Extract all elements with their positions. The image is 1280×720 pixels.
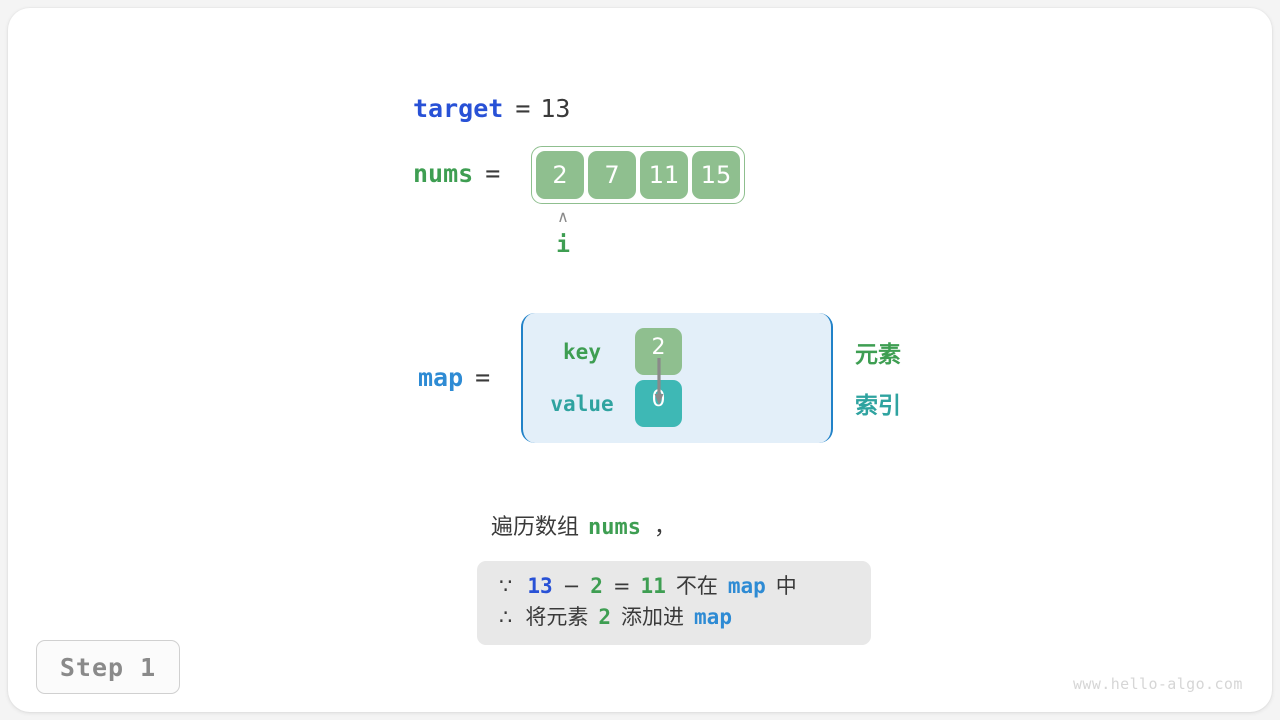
note-operand-complement: 11 (640, 574, 666, 598)
nums-equals-sign: = (485, 159, 501, 188)
array-cell: 15 (692, 151, 740, 199)
key-to-value-arrow-icon (654, 358, 664, 405)
map-value-row-label: value (550, 392, 614, 416)
array-cell: 2 (536, 151, 584, 199)
note-map-keyword: map (727, 574, 766, 598)
note-operand-target: 13 (527, 574, 553, 598)
legend-index-label: 索引 (855, 393, 901, 419)
map-equals-sign: = (475, 363, 491, 392)
step-badge-label: Step 1 (59, 652, 157, 682)
because-symbol: ∵ (499, 574, 513, 598)
note-equals-sign: = (612, 574, 631, 598)
note-map-keyword: map (694, 605, 732, 629)
nums-variable-name: nums (413, 159, 474, 188)
map-key-row-label: key (563, 340, 601, 364)
map-key-cell: 2 (635, 328, 682, 375)
array-cell: 7 (588, 151, 636, 199)
target-variable-name: target (413, 94, 504, 123)
index-caret-icon: ∧ (557, 207, 569, 226)
note-added-value: 2 (598, 605, 612, 629)
note-text-tail: 中 (775, 574, 797, 598)
map-label: map = (418, 362, 490, 394)
map-variable-name: map (418, 363, 464, 392)
step-badge: Step 1 (36, 640, 180, 694)
caption-line: 遍历数组 nums ， (491, 513, 676, 543)
caption-comma: ， (654, 515, 677, 540)
note-minus-sign: − (562, 574, 581, 598)
note-line-1: ∵ 13−2 = 11 不在 map 中 (499, 571, 849, 602)
note-line-2: ∴ 将元素 2 添加进 map (499, 602, 849, 633)
watermark: www.hello-algo.com (1073, 675, 1243, 693)
index-pointer-label: i (556, 232, 570, 258)
map-container: key value 2 0 (521, 313, 833, 443)
target-row: target = 13 (413, 93, 570, 125)
array-cell: 11 (640, 151, 688, 199)
note-text-into: 添加进 (621, 605, 685, 629)
caption-keyword-nums: nums (588, 515, 641, 540)
target-value: 13 (540, 94, 571, 123)
therefore-symbol: ∴ (499, 605, 513, 629)
note-text-add-element: 将元素 (525, 605, 589, 629)
note-text-not-in: 不在 (675, 574, 718, 598)
note-operand-current: 2 (590, 574, 603, 598)
nums-array: 2 7 11 15 (531, 146, 745, 204)
caption-prefix: 遍历数组 (491, 515, 580, 540)
nums-label: nums = (413, 158, 500, 190)
legend-element-label: 元素 (855, 342, 901, 368)
target-equals-sign: = (515, 94, 531, 123)
